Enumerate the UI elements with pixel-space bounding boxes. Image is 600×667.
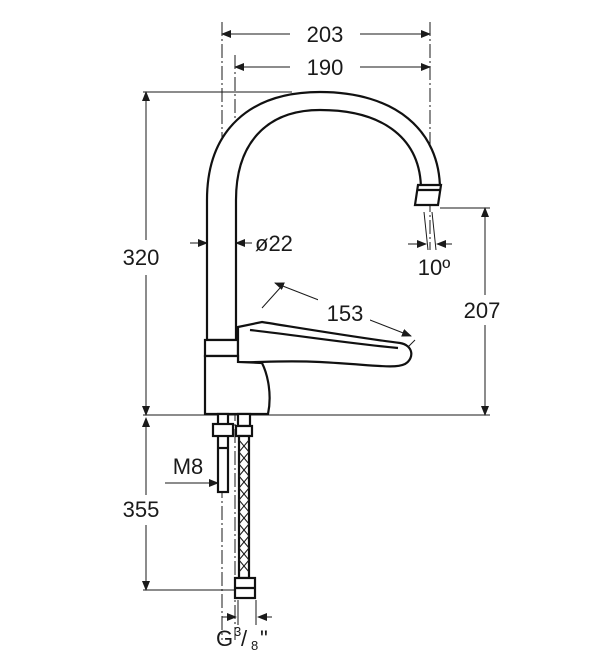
dimension-stud-thread-label: M8 [173, 454, 204, 479]
dimension-hose-length-label: 355 [123, 497, 160, 522]
dimension-tube-diameter: ø22 [190, 231, 293, 256]
dimension-connection-thread-num: 3 [234, 624, 241, 639]
dimension-spout-reach-label: 190 [307, 55, 344, 80]
dimension-outlet-height-label: 207 [464, 298, 501, 323]
dimension-lever-length: 153 [261, 282, 416, 353]
dimension-lever-length-label: 153 [327, 301, 364, 326]
dimension-total-height: 320 [123, 91, 160, 416]
mounting-stud [211, 412, 235, 494]
dimension-hose-length: 355 [123, 417, 160, 591]
dimension-connection-thread-slash: / [241, 626, 248, 651]
dimension-connection-thread-suffix: " [260, 626, 268, 651]
flexible-hose [233, 412, 257, 600]
dimension-stud-thread: M8 [165, 454, 219, 487]
dimension-spout-angle-label: 10º [418, 255, 451, 280]
dimension-total-height-label: 320 [123, 245, 160, 270]
dimension-connection-thread: G 3 / 8 " [216, 600, 272, 653]
dimension-tube-diameter-label: ø22 [255, 231, 293, 256]
dimension-spout-reach: 190 [234, 55, 431, 80]
dimension-spout-angle: 10º [408, 211, 452, 280]
faucet-body-base [203, 354, 271, 416]
faucet-spout [205, 90, 443, 342]
dimension-connection-thread-den: 8 [251, 638, 258, 653]
faucet-lever-handle [236, 320, 413, 368]
faucet-collar [203, 338, 240, 358]
dimension-outlet-height: 207 [464, 207, 501, 416]
dimension-connection-thread-prefix: G [216, 626, 233, 651]
dimension-total-reach: 203 [221, 22, 431, 47]
dimension-total-reach-label: 203 [307, 22, 344, 47]
